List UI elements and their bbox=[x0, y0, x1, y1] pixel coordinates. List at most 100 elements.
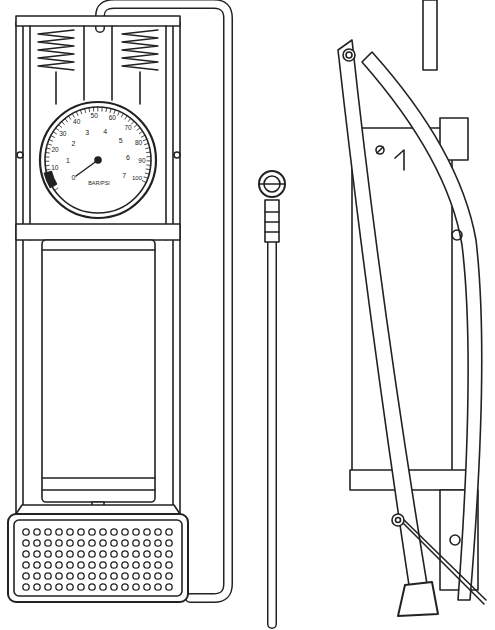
grille-hole bbox=[111, 573, 117, 579]
gauge-number: 100 bbox=[132, 175, 142, 181]
grille-hole bbox=[67, 540, 73, 546]
grille-hole bbox=[133, 551, 139, 557]
gauge-number: 40 bbox=[73, 118, 80, 125]
gauge-tick bbox=[53, 132, 56, 134]
gauge-number: 5 bbox=[119, 137, 123, 144]
gauge-tick bbox=[56, 128, 59, 130]
gauge-tick bbox=[51, 136, 55, 138]
gauge-tick bbox=[101, 107, 102, 111]
gauge-tick bbox=[121, 113, 123, 117]
grille-hole bbox=[100, 573, 106, 579]
grille-hole bbox=[166, 551, 172, 557]
grille-hole bbox=[23, 562, 29, 568]
grille-hole bbox=[34, 540, 40, 546]
gauge-tick bbox=[147, 164, 151, 165]
gauge-number: 10 bbox=[51, 165, 58, 172]
gauge-tick bbox=[65, 119, 67, 122]
gauge-tick bbox=[45, 156, 49, 157]
gauge-tick bbox=[118, 112, 120, 116]
gauge-tick bbox=[144, 177, 148, 178]
gauge-tick bbox=[88, 108, 90, 112]
grille-hole bbox=[122, 540, 128, 546]
gauge-number: 90 bbox=[138, 158, 145, 165]
grille-hole bbox=[34, 562, 40, 568]
grille-hole bbox=[144, 551, 150, 557]
grille-hole bbox=[144, 584, 150, 590]
grille-hole bbox=[78, 551, 84, 557]
grille-hole bbox=[144, 529, 150, 535]
gauge-number: 3 bbox=[85, 128, 89, 135]
gauge-number: 70 bbox=[124, 125, 131, 132]
gauge-number: 6 bbox=[126, 153, 130, 160]
grille-hole bbox=[56, 551, 62, 557]
grille-hole bbox=[122, 551, 128, 557]
gauge-tick bbox=[48, 144, 52, 145]
gauge-number: 80 bbox=[135, 140, 142, 147]
grille-hole bbox=[56, 562, 62, 568]
gauge-tick bbox=[139, 131, 142, 133]
gauge-tick bbox=[85, 109, 86, 113]
gauge-number: 30 bbox=[59, 130, 66, 137]
grille-hole bbox=[155, 562, 161, 568]
grille-hole bbox=[133, 573, 139, 579]
grille-hole bbox=[67, 529, 73, 535]
grille-hole bbox=[78, 584, 84, 590]
grille-hole bbox=[166, 529, 172, 535]
gauge-tick bbox=[114, 110, 115, 114]
gauge-tick bbox=[146, 169, 150, 171]
gauge-tick bbox=[55, 188, 58, 190]
gauge-tick bbox=[76, 112, 78, 116]
gauge-tick bbox=[110, 109, 112, 113]
grille-hole bbox=[89, 540, 95, 546]
grille-hole bbox=[155, 584, 161, 590]
grille-hole bbox=[34, 573, 40, 579]
gauge-tick bbox=[45, 165, 49, 166]
grille-hole bbox=[78, 562, 84, 568]
gauge-number: 20 bbox=[52, 147, 59, 154]
grille-hole bbox=[45, 529, 51, 535]
spring bbox=[122, 30, 158, 70]
grille-hole bbox=[23, 551, 29, 557]
grille-hole bbox=[155, 529, 161, 535]
grille-hole bbox=[89, 562, 95, 568]
grille-hole bbox=[45, 540, 51, 546]
grille-hole bbox=[67, 551, 73, 557]
gauge-number: 60 bbox=[109, 115, 116, 122]
gauge-tick bbox=[45, 161, 49, 162]
gauge-tick bbox=[46, 169, 50, 171]
grille-hole bbox=[111, 529, 117, 535]
gauge-tick bbox=[49, 140, 53, 142]
grille-hole bbox=[133, 529, 139, 535]
grille-hole bbox=[89, 529, 95, 535]
grille-hole bbox=[100, 529, 106, 535]
gauge-tick bbox=[58, 125, 61, 128]
grille-hole bbox=[78, 529, 84, 535]
grille-hole bbox=[133, 584, 139, 590]
gauge-number: 4 bbox=[103, 127, 107, 134]
grille-hole bbox=[23, 529, 29, 535]
gauge-tick bbox=[141, 135, 145, 137]
grille-hole bbox=[155, 551, 161, 557]
grille-hole bbox=[89, 551, 95, 557]
grille-hole bbox=[144, 540, 150, 546]
grille-hole bbox=[45, 551, 51, 557]
gauge-tick bbox=[106, 108, 108, 112]
grille-hole bbox=[166, 584, 172, 590]
gauge-tick bbox=[137, 128, 140, 130]
grille-hole bbox=[89, 584, 95, 590]
grille-hole bbox=[56, 540, 62, 546]
gauge-tick bbox=[97, 107, 98, 111]
gauge-tick bbox=[62, 121, 65, 124]
grille-hole bbox=[122, 562, 128, 568]
gauge-number: 0 bbox=[71, 174, 75, 181]
grille-hole bbox=[111, 551, 117, 557]
grille-hole bbox=[100, 540, 106, 546]
grille-hole bbox=[144, 562, 150, 568]
grille-hole bbox=[133, 540, 139, 546]
grille-hole bbox=[45, 584, 51, 590]
grille-hole bbox=[34, 551, 40, 557]
grille-hole bbox=[23, 584, 29, 590]
grille-hole bbox=[155, 573, 161, 579]
gauge-number: 1 bbox=[66, 157, 70, 164]
